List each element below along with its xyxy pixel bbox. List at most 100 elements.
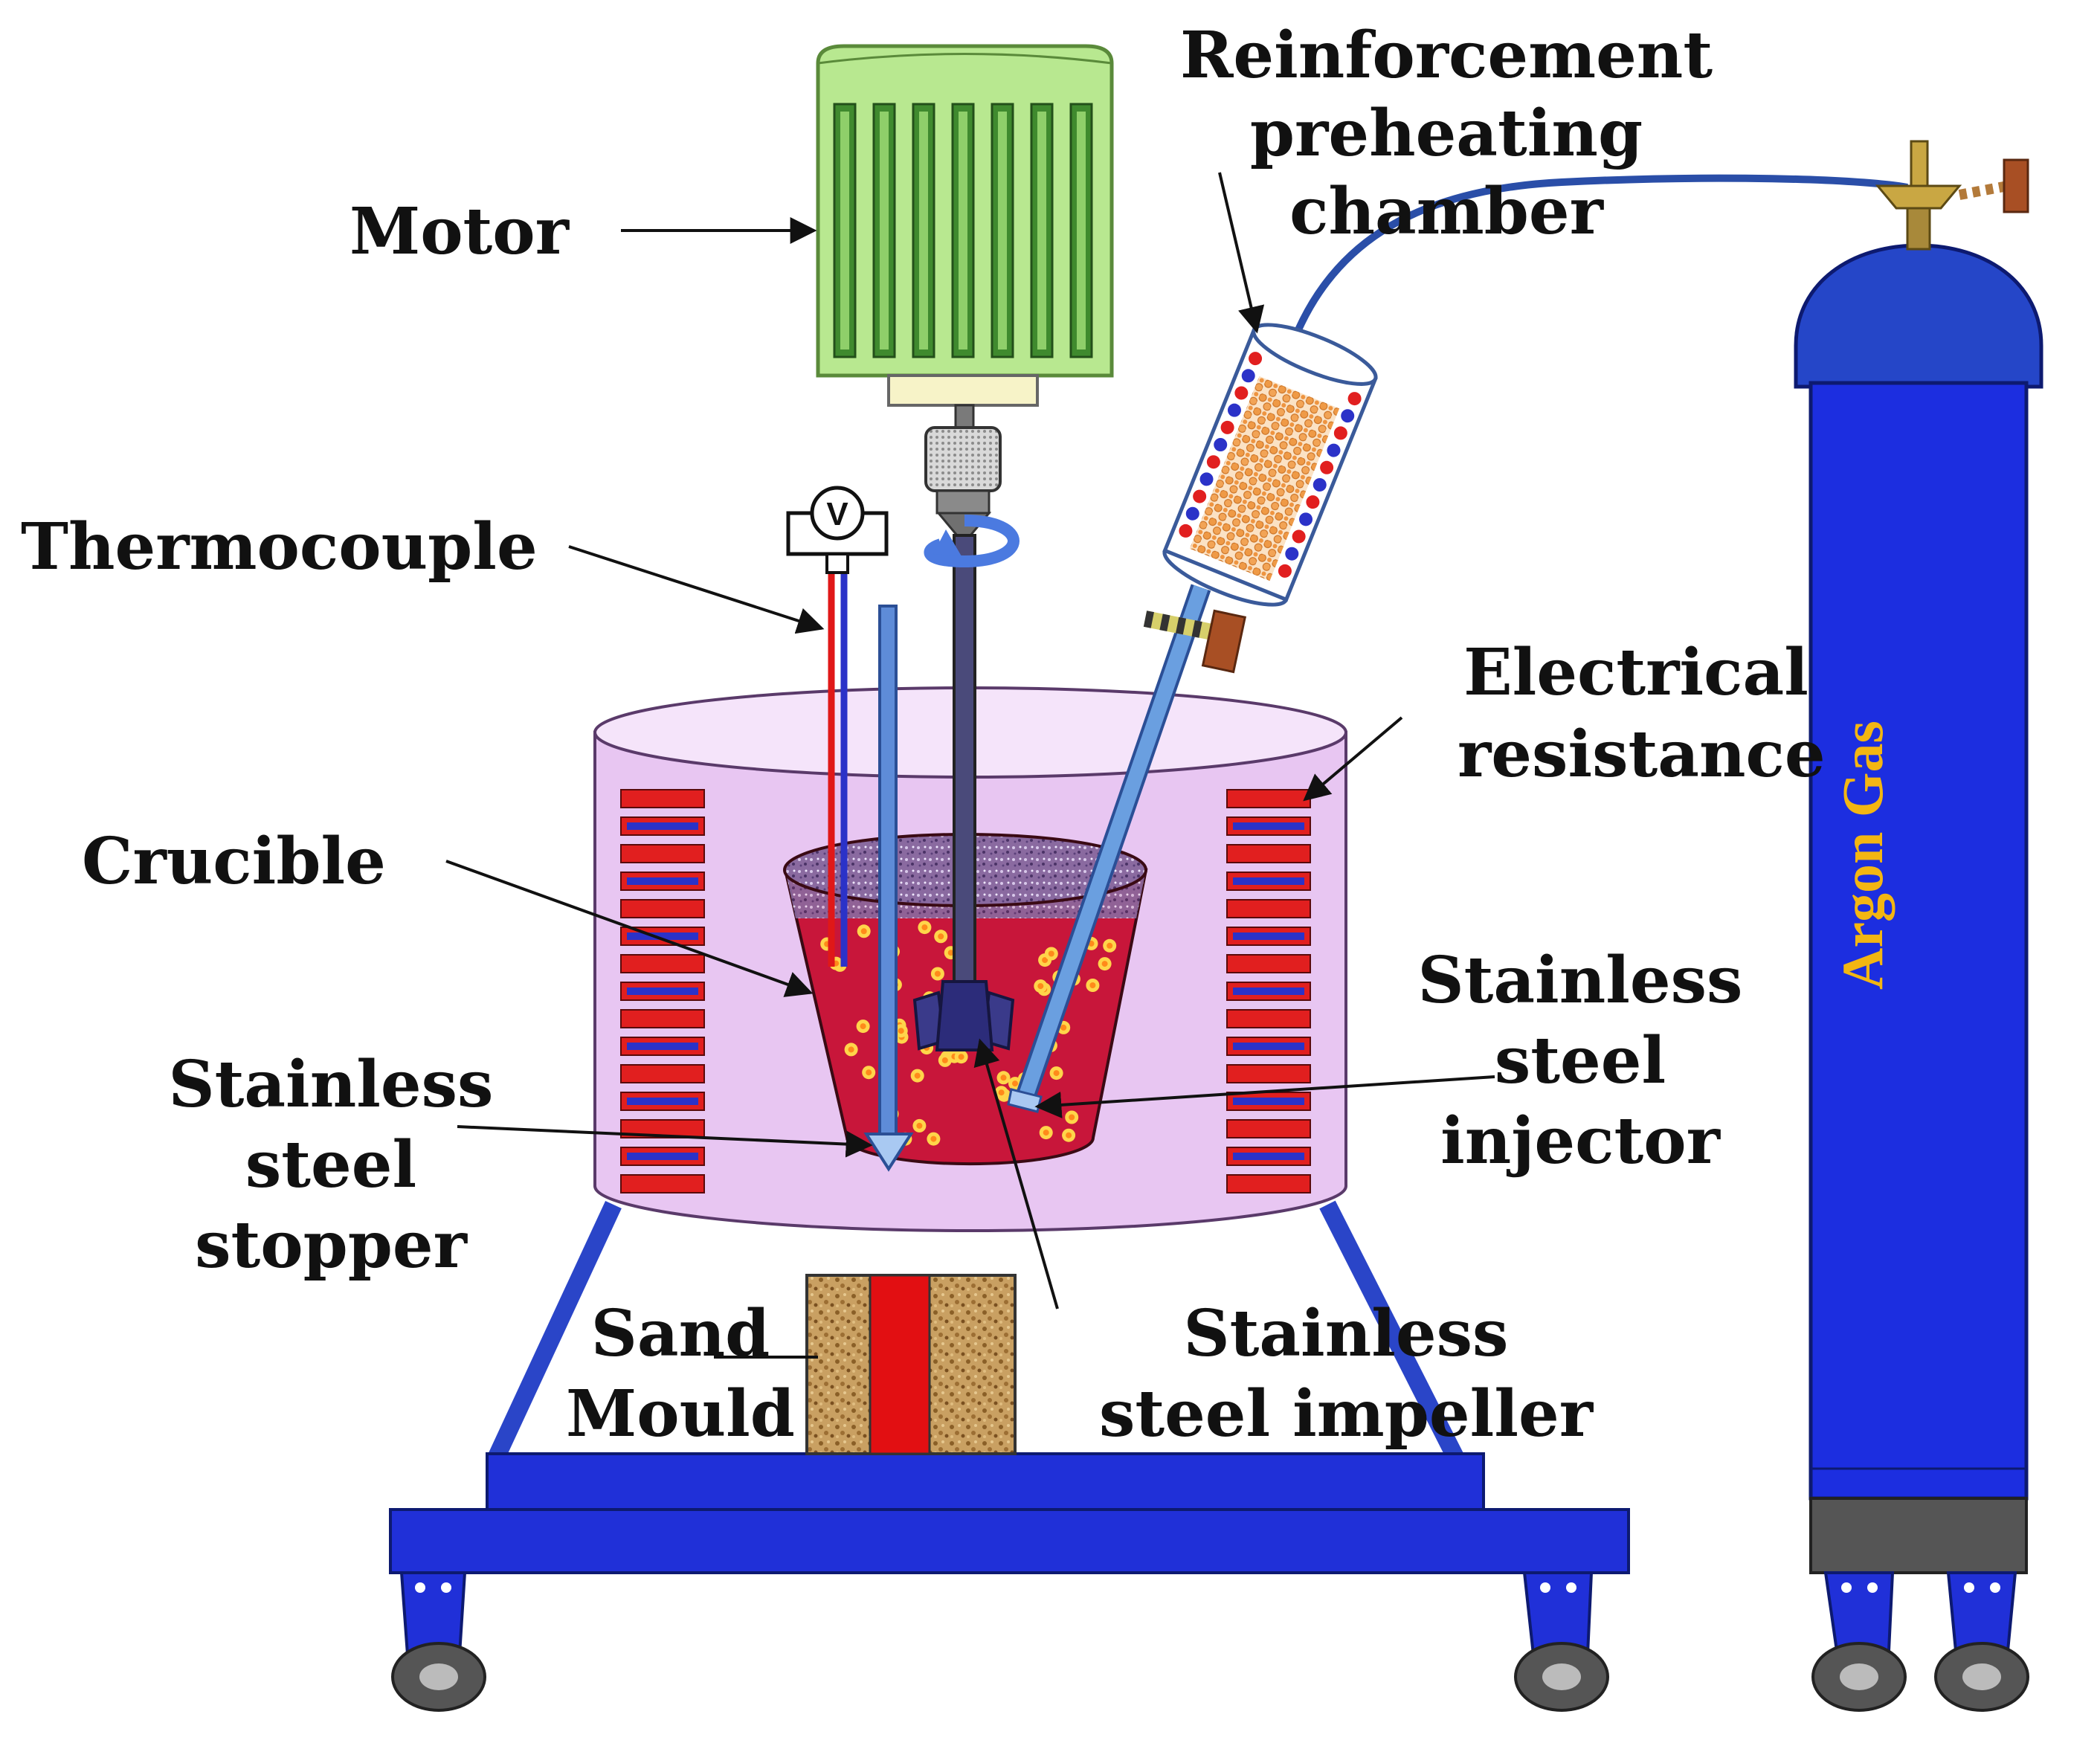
heater-coil-core (1233, 1015, 1304, 1022)
reinforcement-particle-core (866, 1069, 872, 1076)
heater-coil-core (627, 850, 698, 857)
motor-fin-highlight (919, 112, 928, 349)
heater-coil-core (627, 822, 698, 830)
label-line: Mould (566, 1376, 795, 1452)
mould-cavity (869, 1274, 931, 1455)
leader-arrows (445, 172, 1495, 1359)
reinforcement-particle-core (1037, 983, 1044, 990)
label-line: steel impeller (1098, 1376, 1594, 1452)
reinforcement-particle-core (914, 1072, 921, 1079)
label-thermocouple: Thermocouple (21, 509, 538, 584)
reinforcement-particle-core (1000, 1075, 1007, 1081)
arrow-impeller (973, 1038, 1059, 1310)
reinforcement-particle-core (1107, 942, 1113, 949)
heater-coil-core (627, 1043, 698, 1050)
label-line: Reinforcement (1179, 18, 1713, 93)
chamber-coil-bead (1220, 420, 1234, 434)
label-line: stopper (195, 1208, 467, 1283)
reinforcement-particle-core (1053, 1070, 1060, 1077)
heater-coil-core (1233, 905, 1304, 912)
gas-valve-icon (1875, 140, 2029, 251)
motor (816, 44, 1114, 407)
label-stainless-steel-injector: Stainless steel injector (1417, 941, 1744, 1182)
chamber-coil-bead (1347, 392, 1362, 406)
chamber-heating-coils (1278, 392, 1362, 578)
chamber-coil-bead (1333, 426, 1347, 440)
chamber-coil-bead (1320, 460, 1334, 474)
arrow-thermocouple (568, 545, 825, 634)
thermocouple: V (786, 486, 889, 967)
chamber-coil-bead (1299, 512, 1313, 526)
heater-coil-core (1233, 988, 1304, 995)
reinforcement-particle-core (860, 1023, 866, 1030)
frame-leg-right (1319, 1200, 1466, 1466)
sand-mould (805, 1274, 1017, 1455)
chamber-heating-coils (1179, 352, 1263, 538)
reinforcement-particle-core (938, 933, 944, 940)
reinforcement-particle-core (1042, 957, 1049, 964)
reinforcement-particle-core (860, 928, 867, 935)
heater-coil-core (627, 1125, 698, 1133)
chamber-coil-bead (1227, 403, 1241, 417)
heater-coil-core (1233, 850, 1304, 857)
reinforcement-particle-core (1012, 1080, 1018, 1087)
heater-coil-core (1233, 822, 1304, 830)
heater-coil-core (1233, 1070, 1304, 1077)
cylinder-cap (1794, 243, 2043, 389)
label-argon-gas: Argon Gas (1830, 721, 1895, 990)
cylinder-legs (1823, 1571, 2017, 1652)
reinforcement-particle-core (848, 1046, 854, 1053)
reinforcement-particle-core (947, 950, 954, 956)
chamber-coil-bead (1292, 529, 1306, 544)
reinforcement-preheating-chamber (1162, 323, 1378, 607)
label-sand-mould: Sand Mould (554, 1294, 807, 1455)
arrow-stopper (457, 1125, 873, 1158)
chamber-coil-bead (1193, 489, 1207, 503)
label-reinforcement-preheating-chamber: Reinforcement preheating chamber (1179, 16, 1714, 251)
heater-coil-core (1233, 1180, 1304, 1188)
label-stainless-steel-impeller: Stainless steel impeller (1086, 1294, 1606, 1455)
reinforcement-particle-core (1066, 1132, 1072, 1138)
reinforcement-particle-core (921, 924, 928, 931)
heater-coil-core (1233, 1153, 1304, 1160)
frame-cart (389, 1200, 1630, 1656)
reinforcement-particle-core (1060, 1024, 1067, 1031)
heater-coil-core (1233, 1125, 1304, 1133)
reinforcement-particle-core (934, 970, 941, 977)
argon-gas-hose (1283, 174, 1908, 362)
stirrer-shaft-assembly (912, 404, 1020, 1051)
injector-valve (1143, 609, 1247, 674)
chamber-coil-bead (1278, 564, 1292, 578)
motor-fin-highlight (840, 112, 849, 349)
voltmeter-icon: V (786, 486, 889, 574)
motor-base-plate (887, 374, 1039, 407)
chamber-coil-bead (1179, 524, 1193, 538)
heater-coil-core (1233, 877, 1304, 885)
label-line: Electrical (1463, 635, 1808, 710)
caster-wheel-icon (1934, 1642, 2029, 1712)
stainless-steel-stopper (863, 605, 914, 1172)
label-crucible: Crucible (82, 824, 386, 899)
label-line: injector (1440, 1104, 1720, 1179)
reinforcement-particle-core (916, 1122, 923, 1129)
chamber-coil-bead (1214, 438, 1228, 452)
chamber-coil-bead (1241, 369, 1255, 383)
heater-coil-core (627, 1098, 698, 1105)
heater-coil-core (627, 877, 698, 885)
heater-coil-core (1233, 1043, 1304, 1050)
heater-coil-core (627, 1070, 698, 1077)
frame-leg-left (486, 1200, 622, 1466)
motor-fin-highlight (880, 112, 889, 349)
reinforcement-particle-core (1101, 961, 1108, 967)
shaft-coupling (924, 426, 1002, 492)
label-line: steel (1494, 1023, 1666, 1098)
caster-wheel-icon (1811, 1642, 1907, 1712)
voltmeter-label: V (826, 496, 848, 532)
reinforcement-particle-core (958, 1054, 964, 1060)
chamber-coil-bead (1199, 472, 1214, 486)
label-line: Stainless (1417, 943, 1743, 1018)
motor-fin-highlight (959, 112, 967, 349)
chamber-coil-bead (1341, 409, 1355, 423)
reinforcement-particle-core (941, 1057, 948, 1063)
